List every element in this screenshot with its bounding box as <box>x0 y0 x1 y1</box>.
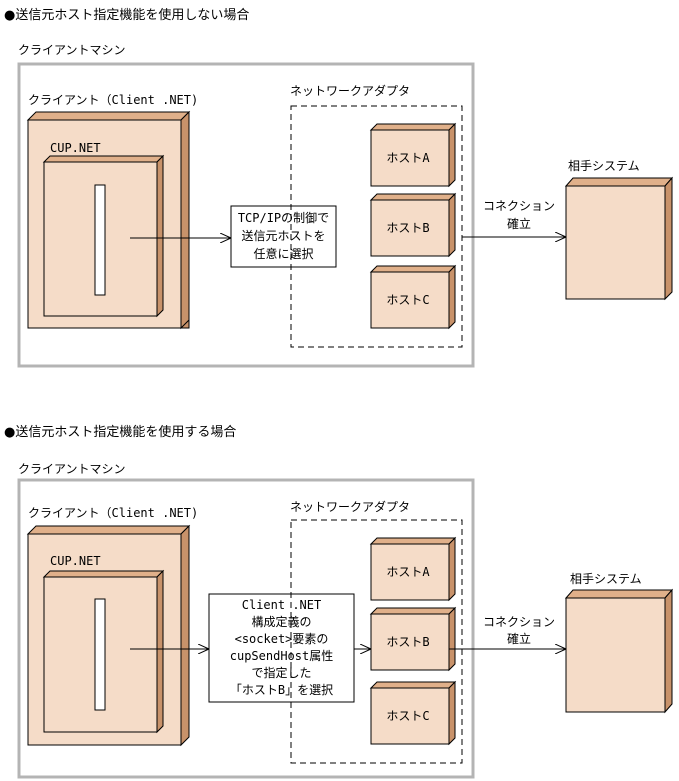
host-label: ホストC <box>386 293 429 307</box>
client-label: クライアント（Client .NET) <box>28 506 198 520</box>
section-heading: ●送信元ホスト指定機能を使用しない場合 <box>4 7 249 23</box>
note-line: <socket>要素の <box>235 632 329 646</box>
cup-label: CUP.NET <box>50 141 101 155</box>
section-without-source-host: ●送信元ホスト指定機能を使用しない場合 クライアントマシン クライアント（Cli… <box>4 7 674 368</box>
adapter-label: ネットワークアダプタ <box>290 83 410 98</box>
client-machine-frame <box>17 62 475 368</box>
host-b-box <box>369 192 457 258</box>
partner-system-box <box>564 588 674 714</box>
client-machine-frame <box>17 478 475 779</box>
partner-label: 相手システム <box>570 572 642 586</box>
connection-label: 確立 <box>507 216 531 231</box>
connection-label: 確立 <box>507 631 531 646</box>
connection-label: コネクション <box>483 199 555 213</box>
socket-bar <box>94 598 106 711</box>
network-adapter-frame <box>290 519 463 764</box>
note-line: TCP/IPの制御で <box>238 210 329 225</box>
note-line: 構成定義の <box>251 614 311 629</box>
note-box <box>230 205 337 268</box>
adapter-label: ネットワークアダプタ <box>290 499 410 514</box>
cup-label: CUP.NET <box>50 554 101 568</box>
machine-label: クライアントマシン <box>18 462 126 476</box>
note-line: 「ホストB」を選択 <box>230 683 333 697</box>
host-label: ホストB <box>386 635 429 649</box>
connection-label: コネクション <box>483 615 555 629</box>
section-heading: ●送信元ホスト指定機能を使用する場合 <box>4 424 236 440</box>
host-label: ホストA <box>386 151 430 165</box>
host-label: ホストC <box>386 709 429 723</box>
note-line: 送信元ホストを <box>241 228 325 243</box>
client-label: クライアント（Client .NET) <box>28 93 198 107</box>
note-line: cupSendHost属性 <box>230 649 333 663</box>
note-line: Client .NET <box>242 598 321 612</box>
host-a-box <box>369 122 457 188</box>
section-with-source-host: ●送信元ホスト指定機能を使用する場合 クライアントマシン クライアント（Clie… <box>4 424 674 779</box>
cup-net-box <box>42 569 165 734</box>
host-label: ホストA <box>386 565 430 579</box>
host-a-box <box>369 536 457 602</box>
cup-net-box <box>42 154 165 318</box>
note-line: で指定した <box>251 665 311 680</box>
machine-label: クライアントマシン <box>18 43 126 57</box>
note-line: 任意に選択 <box>253 246 313 261</box>
socket-bar <box>94 184 106 296</box>
host-label: ホストB <box>386 221 429 235</box>
partner-label: 相手システム <box>568 159 640 173</box>
host-c-box <box>369 680 457 746</box>
note-box <box>208 593 355 703</box>
host-b-box <box>369 606 457 672</box>
host-c-box <box>369 264 457 330</box>
network-adapter-frame <box>290 105 463 348</box>
partner-system-box <box>564 176 674 301</box>
